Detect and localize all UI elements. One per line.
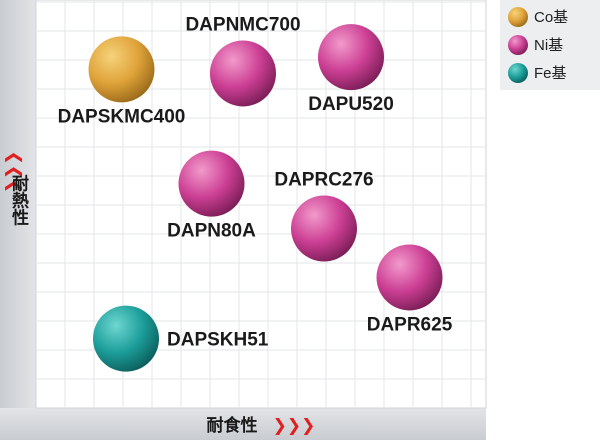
legend-swatch-2 <box>508 63 528 83</box>
x-axis-band <box>0 408 486 440</box>
data-label-daprc276: DAPRC276 <box>274 169 373 190</box>
data-label-dapskh51: DAPSKH51 <box>167 330 269 351</box>
data-label-dapn80a: DAPN80A <box>167 221 256 242</box>
data-point-dapu520 <box>318 24 384 91</box>
data-label-dapr625: DAPR625 <box>367 314 453 335</box>
data-point-dapskmc400 <box>88 36 155 103</box>
legend-swatch-1 <box>508 35 528 55</box>
y-axis-band <box>0 0 36 440</box>
data-point-dapskh51 <box>93 305 159 372</box>
legend-label-1: Ni基 <box>534 37 563 54</box>
x-axis-arrow: ❯❯❯ <box>273 416 316 436</box>
x-axis-title-group: 耐食性 ❯❯❯ <box>207 415 316 436</box>
y-axis-title: 耐熱性 <box>8 173 29 226</box>
legend-swatch-0 <box>508 7 528 27</box>
data-label-dapskmc400: DAPSKMC400 <box>58 106 186 127</box>
legend-label-0: Co基 <box>534 9 568 26</box>
y-axis-arrow: ❯❯❯ <box>3 151 23 194</box>
data-point-dapr625 <box>376 244 443 311</box>
data-label-dapu520: DAPU520 <box>308 94 394 115</box>
y-axis-title-group: ❯❯❯ 耐熱性 <box>3 151 29 227</box>
data-label-dapnmc700: DAPNMC700 <box>185 14 300 35</box>
x-axis-title: 耐食性 <box>207 415 258 436</box>
data-point-dapn80a <box>178 150 245 217</box>
data-point-daprc276 <box>291 195 357 262</box>
legend: Co基 Ni基 Fe基 <box>500 0 600 90</box>
data-point-dapnmc700 <box>210 40 276 107</box>
legend-label-2: Fe基 <box>534 65 567 82</box>
